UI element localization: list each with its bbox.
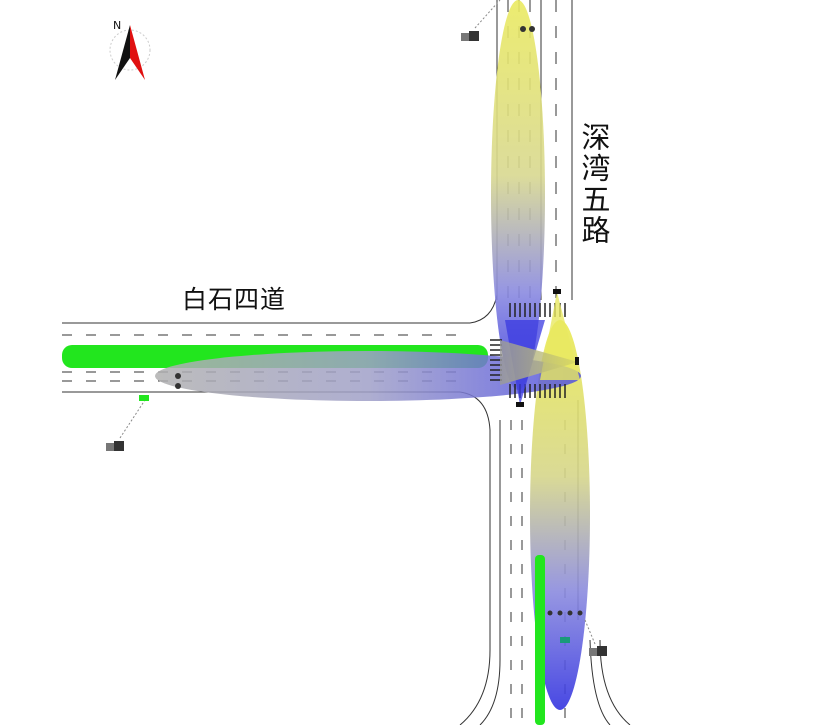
north-arrow-icon	[109, 25, 151, 80]
south-median	[535, 555, 545, 725]
roadside-device-west	[106, 395, 149, 451]
camera-south	[516, 402, 524, 407]
lane-markers	[175, 26, 583, 616]
roadside-device-north	[461, 0, 501, 41]
west-flow-zone	[155, 351, 581, 401]
roadside-device-south	[560, 619, 607, 656]
camera-north	[553, 289, 561, 294]
camera-east	[575, 357, 579, 365]
compass-north-label: N	[113, 19, 122, 32]
road-name-north-south: 深湾五路	[577, 122, 611, 246]
north-flow-zone	[491, 0, 545, 390]
camera-cone-east	[500, 340, 578, 385]
road-name-east-west: 白石四道	[182, 285, 287, 314]
